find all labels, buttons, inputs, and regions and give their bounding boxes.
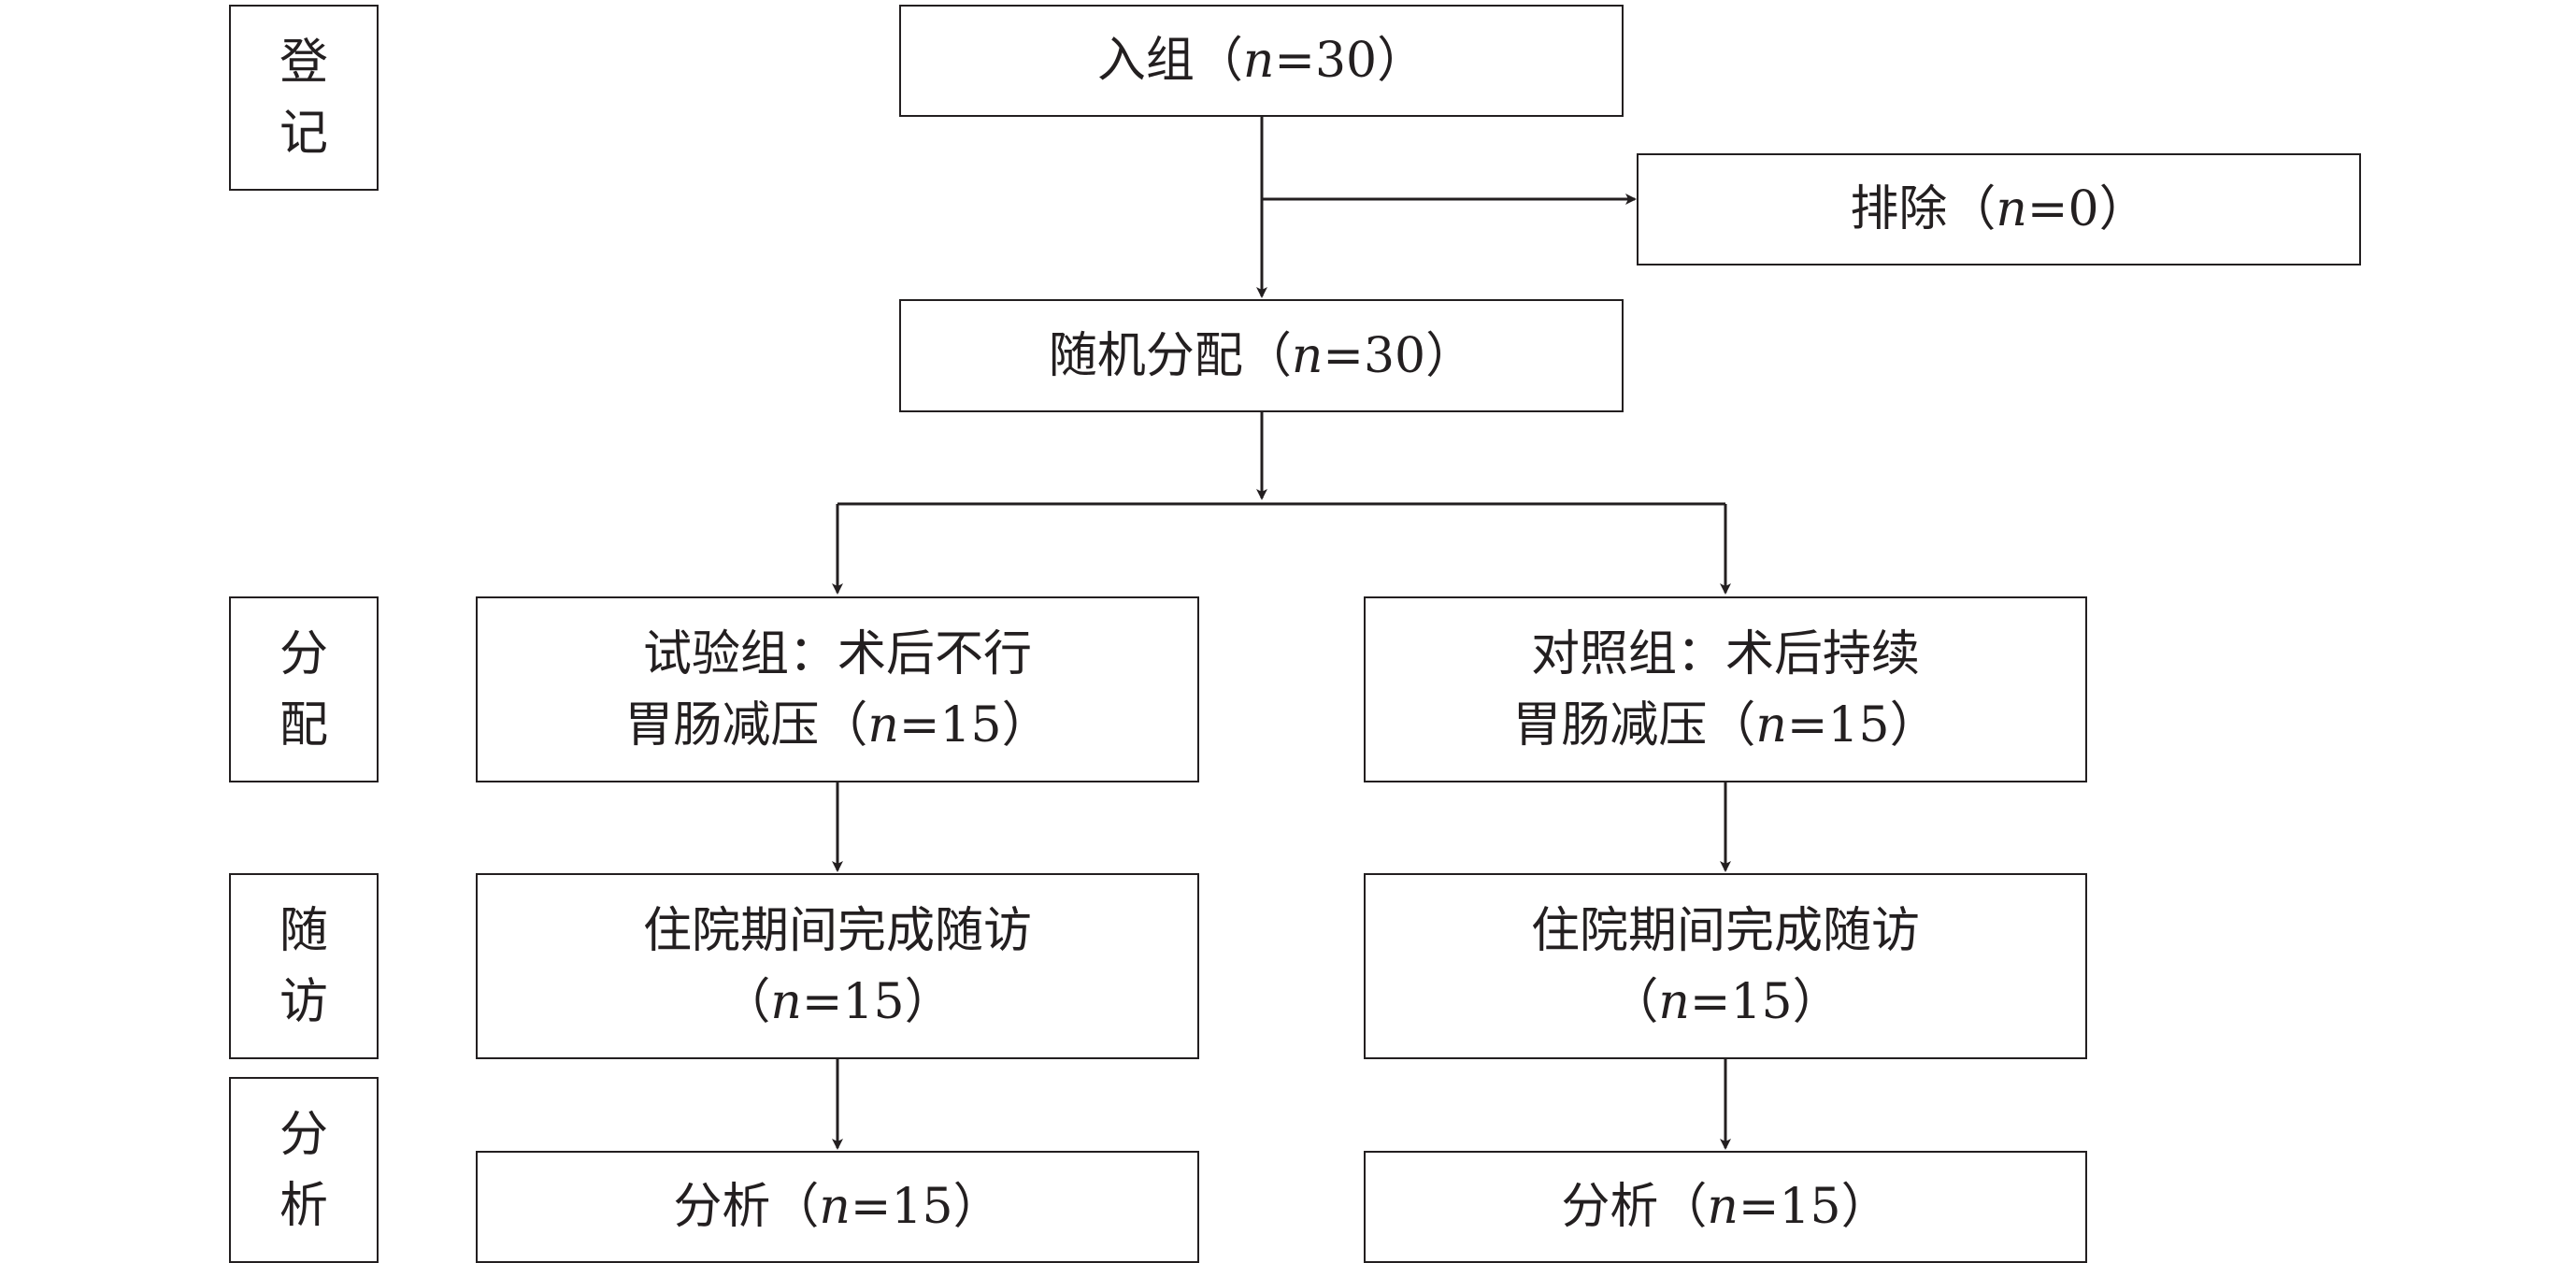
box-text-line1: 住院期间完成随访: [1530, 902, 1920, 959]
box-text-line1: 住院期间完成随访: [642, 902, 1032, 959]
box-control-allocation: 对照组：术后持续 胃肠减压（n=15）: [1364, 596, 2087, 782]
box-text-line2: 胃肠减压（n=15）: [624, 696, 1051, 753]
box-text: 分析（n=15）: [673, 1179, 1002, 1235]
box-text-line2: （n=15）: [1610, 973, 1841, 1030]
box-text: 排除（n=0）: [1850, 181, 2148, 237]
stage-label-allocation: 分 配: [229, 596, 379, 782]
stage-char: 随: [279, 902, 328, 959]
box-trial-analysis: 分析（n=15）: [476, 1151, 1199, 1263]
stage-char: 配: [279, 696, 328, 753]
stage-char: 析: [279, 1177, 328, 1234]
box-text-line1: 试验组：术后不行: [642, 625, 1032, 682]
box-excluded: 排除（n=0）: [1637, 153, 2361, 266]
stage-char: 记: [279, 105, 328, 162]
box-text-line2: 胃肠减压（n=15）: [1512, 696, 1939, 753]
stage-char: 访: [279, 973, 328, 1030]
box-text: 随机分配（n=30）: [1048, 327, 1475, 384]
box-control-analysis: 分析（n=15）: [1364, 1151, 2087, 1263]
stage-label-followup: 随 访: [229, 873, 379, 1059]
stage-char: 登: [279, 34, 328, 91]
stage-char: 分: [279, 625, 328, 682]
box-text-line1: 对照组：术后持续: [1530, 625, 1920, 682]
stage-label-analysis: 分 析: [229, 1077, 379, 1263]
box-enrolled: 入组（n=30）: [899, 5, 1624, 117]
box-control-followup: 住院期间完成随访 （n=15）: [1364, 873, 2087, 1059]
box-randomized: 随机分配（n=30）: [899, 299, 1624, 412]
box-trial-followup: 住院期间完成随访 （n=15）: [476, 873, 1199, 1059]
box-trial-allocation: 试验组：术后不行 胃肠减压（n=15）: [476, 596, 1199, 782]
box-text: 分析（n=15）: [1561, 1179, 1890, 1235]
box-text: 入组（n=30）: [1096, 33, 1426, 89]
stage-label-enrollment: 登 记: [229, 5, 379, 191]
stage-char: 分: [279, 1106, 328, 1163]
box-text-line2: （n=15）: [722, 973, 953, 1030]
